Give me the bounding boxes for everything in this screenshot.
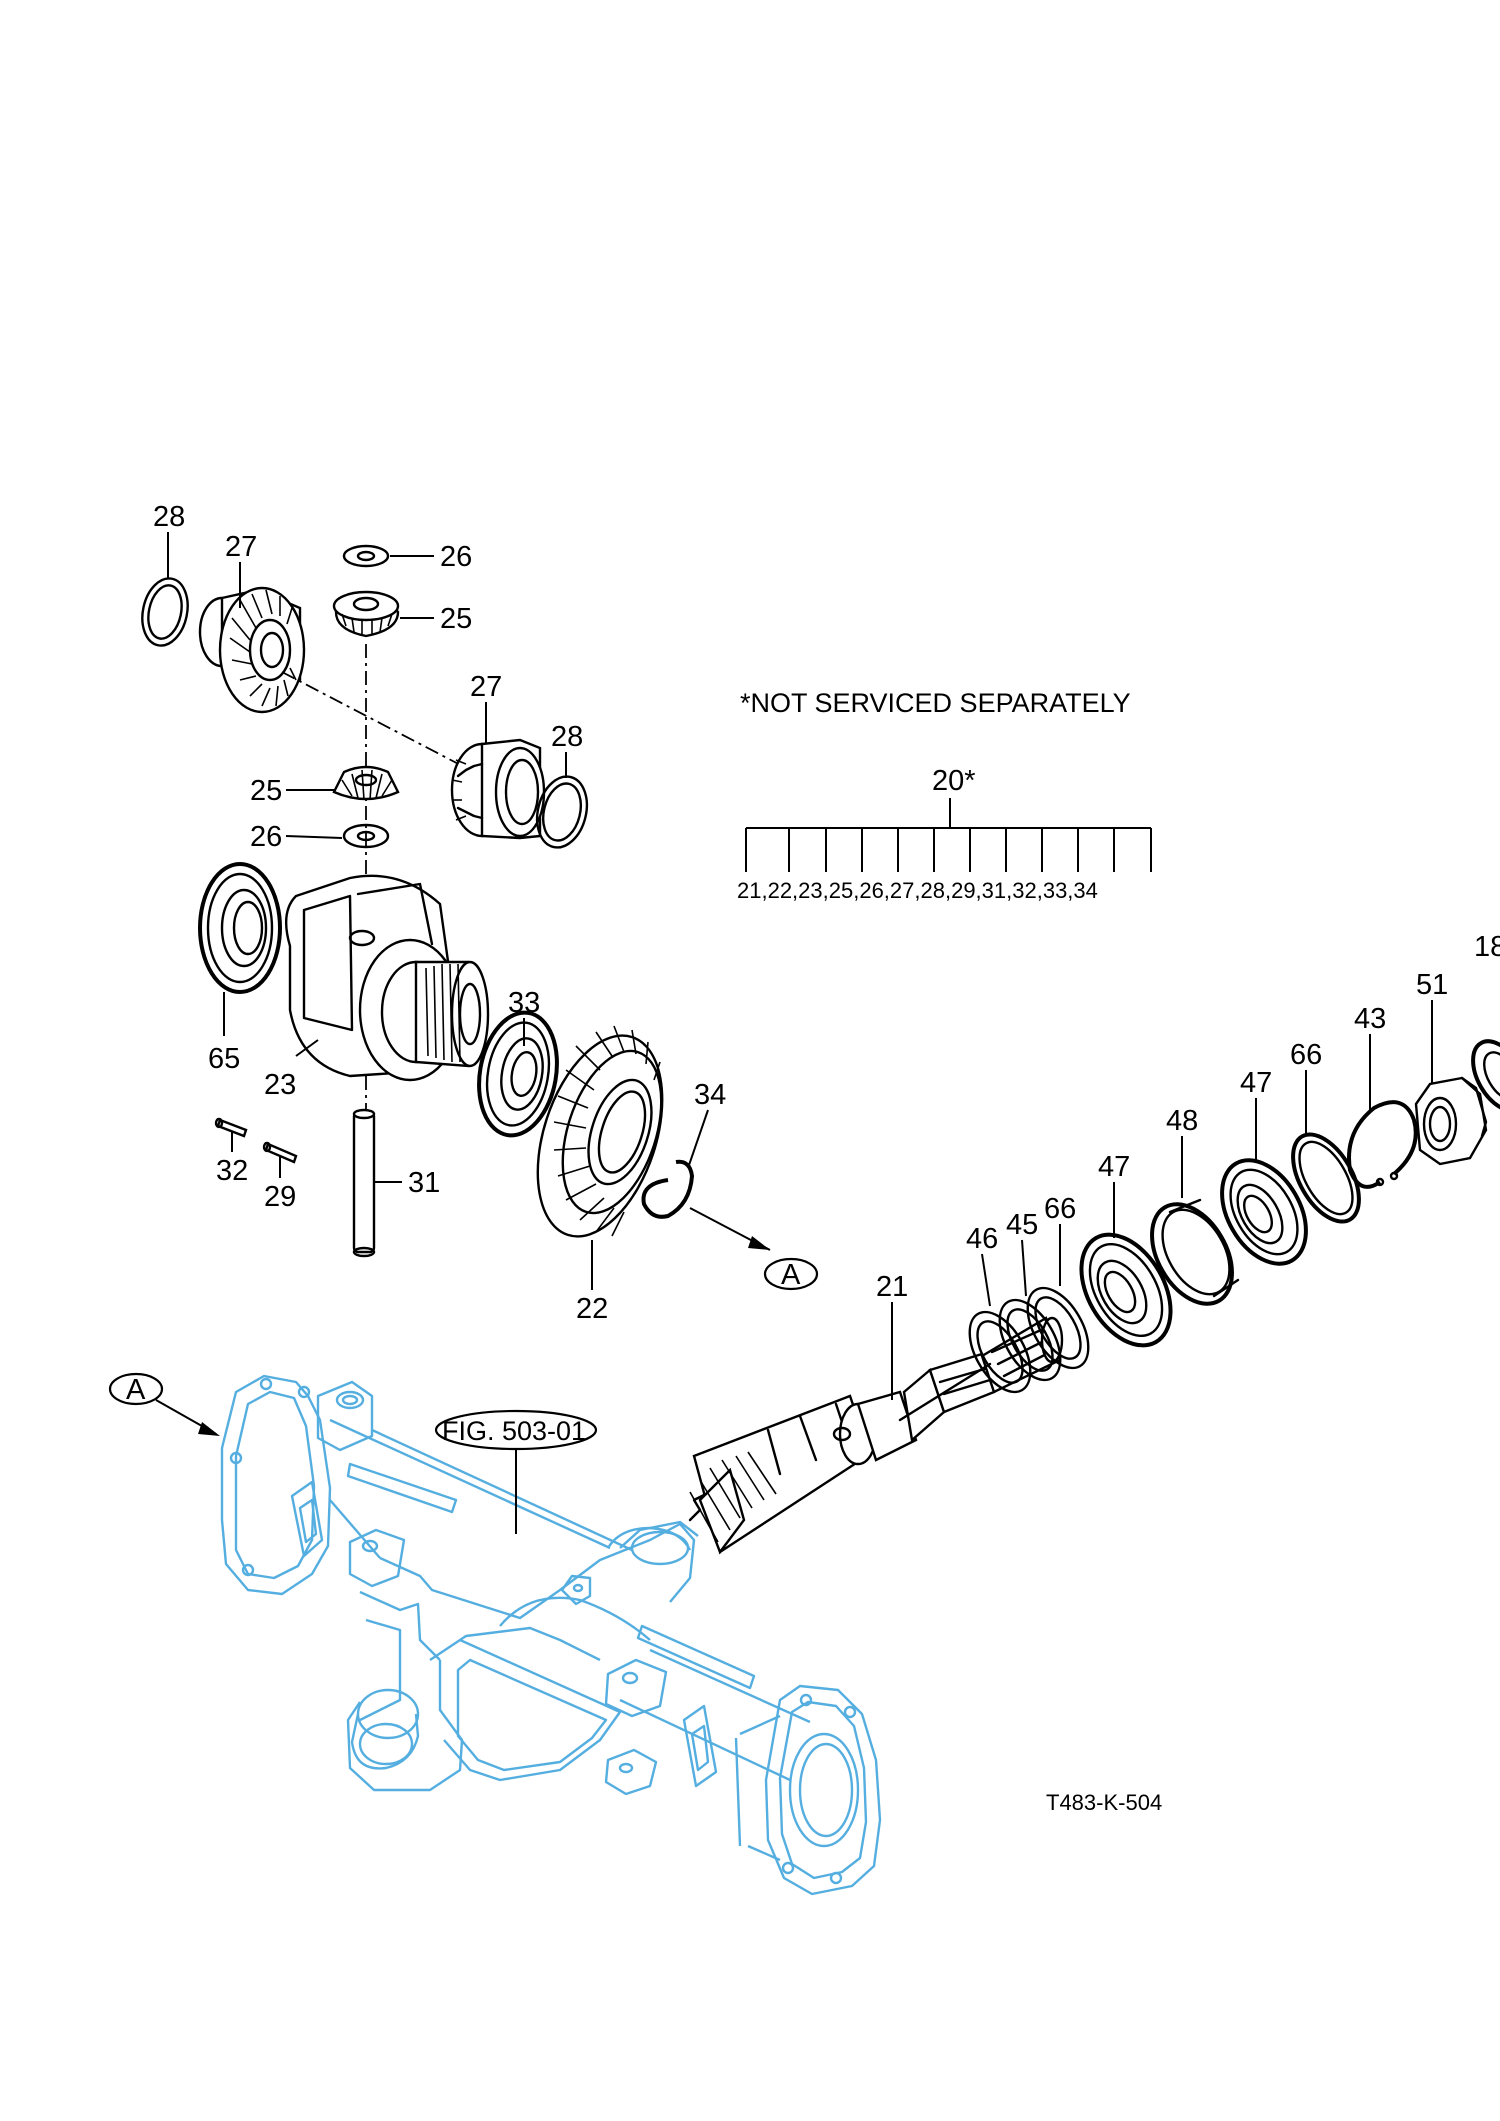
snap-ring-43 bbox=[1347, 1100, 1418, 1189]
callout-23: 23 bbox=[264, 1069, 296, 1101]
callout-51: 51 bbox=[1416, 969, 1448, 1001]
lock-nut-51 bbox=[1414, 1076, 1488, 1166]
pinion-gear-25-upper bbox=[332, 590, 400, 638]
seal-18 bbox=[1471, 1039, 1500, 1113]
callout-47-lower: 47 bbox=[1098, 1151, 1130, 1183]
callout-25-lower: 25 bbox=[250, 775, 282, 807]
thrust-washer-26-upper bbox=[342, 544, 390, 568]
bearing-47-lower bbox=[1079, 1232, 1173, 1348]
leader-26b bbox=[285, 835, 343, 839]
thrust-washer-26-lower bbox=[342, 823, 390, 849]
centerline-diagonal bbox=[281, 671, 471, 771]
callout-21: 21 bbox=[876, 1271, 908, 1303]
callout-33: 33 bbox=[508, 987, 540, 1019]
figure-reference-callout[interactable]: FIG. 503-01 bbox=[434, 1409, 598, 1451]
leader-34 bbox=[687, 1109, 709, 1169]
assembly-label: 20* bbox=[932, 765, 976, 797]
callout-22: 22 bbox=[576, 1293, 608, 1325]
spacer-48 bbox=[1150, 1198, 1240, 1306]
leader-23 bbox=[295, 1039, 319, 1057]
callout-66-upper: 66 bbox=[1290, 1039, 1322, 1071]
callout-28-lower: 28 bbox=[551, 721, 583, 753]
shim-46 bbox=[968, 1310, 1032, 1394]
axle-housing-reference bbox=[220, 1374, 882, 1896]
ring-gear-22 bbox=[536, 1025, 664, 1238]
thrust-washer-28-upper bbox=[141, 577, 189, 647]
callout-25-upper: 25 bbox=[440, 603, 472, 635]
callout-65: 65 bbox=[208, 1043, 240, 1075]
callout-45: 45 bbox=[1006, 1209, 1038, 1241]
assembly-bracket bbox=[745, 798, 1152, 872]
view-marker-a-lower: A bbox=[108, 1372, 164, 1406]
callout-26-lower: 26 bbox=[250, 821, 282, 853]
callout-26-upper: 26 bbox=[440, 541, 472, 573]
snap-ring-34 bbox=[641, 1159, 695, 1219]
pin-29 bbox=[262, 1141, 298, 1164]
callout-32: 32 bbox=[216, 1155, 248, 1187]
bearing-65 bbox=[198, 862, 282, 994]
shim-66-lower bbox=[1026, 1286, 1090, 1370]
cross-shaft-31 bbox=[352, 1108, 376, 1258]
callout-29: 29 bbox=[264, 1181, 296, 1213]
view-marker-a-lower-text: A bbox=[126, 1374, 146, 1406]
side-gear-27-lower bbox=[450, 738, 546, 840]
callout-27-lower: 27 bbox=[470, 671, 502, 703]
callout-43: 43 bbox=[1354, 1003, 1386, 1035]
pinion-gear-25-lower bbox=[332, 765, 400, 801]
drive-pinion-shaft-21 bbox=[688, 1316, 1064, 1555]
callout-34: 34 bbox=[694, 1079, 726, 1111]
assembly-included-parts: 21,22,23,25,26,27,28,29,31,32,33,34 bbox=[737, 878, 1098, 903]
view-marker-a-upper: A bbox=[763, 1257, 819, 1291]
callout-46: 46 bbox=[966, 1223, 998, 1255]
arrow-head-a-upper bbox=[748, 1236, 770, 1250]
callout-31: 31 bbox=[408, 1167, 440, 1199]
differential-case-23 bbox=[284, 874, 490, 1082]
callout-27-upper: 27 bbox=[225, 531, 257, 563]
thrust-washer-28-lower bbox=[535, 775, 589, 849]
side-gear-27-upper bbox=[198, 586, 306, 714]
shim-45 bbox=[998, 1298, 1062, 1382]
callout-66-lower: 66 bbox=[1044, 1193, 1076, 1225]
callout-47-upper: 47 bbox=[1240, 1067, 1272, 1099]
callout-28-upper: 28 bbox=[153, 501, 185, 533]
not-serviced-note: *NOT SERVICED SEPARATELY bbox=[740, 688, 1131, 718]
figure-reference-text: FIG. 503-01 bbox=[442, 1416, 586, 1446]
leader-46 bbox=[981, 1253, 991, 1307]
bearing-33 bbox=[477, 1010, 559, 1138]
callout-48: 48 bbox=[1166, 1105, 1198, 1137]
view-marker-a-upper-text: A bbox=[781, 1259, 801, 1291]
shim-66-upper bbox=[1291, 1132, 1361, 1224]
drawing-id: T483-K-504 bbox=[1046, 1790, 1162, 1815]
callout-18: 18 bbox=[1474, 931, 1500, 963]
leader-45 bbox=[1021, 1239, 1027, 1297]
arrow-head-housing bbox=[198, 1422, 220, 1436]
pin-32 bbox=[214, 1117, 248, 1138]
bearing-47-upper bbox=[1220, 1158, 1308, 1266]
